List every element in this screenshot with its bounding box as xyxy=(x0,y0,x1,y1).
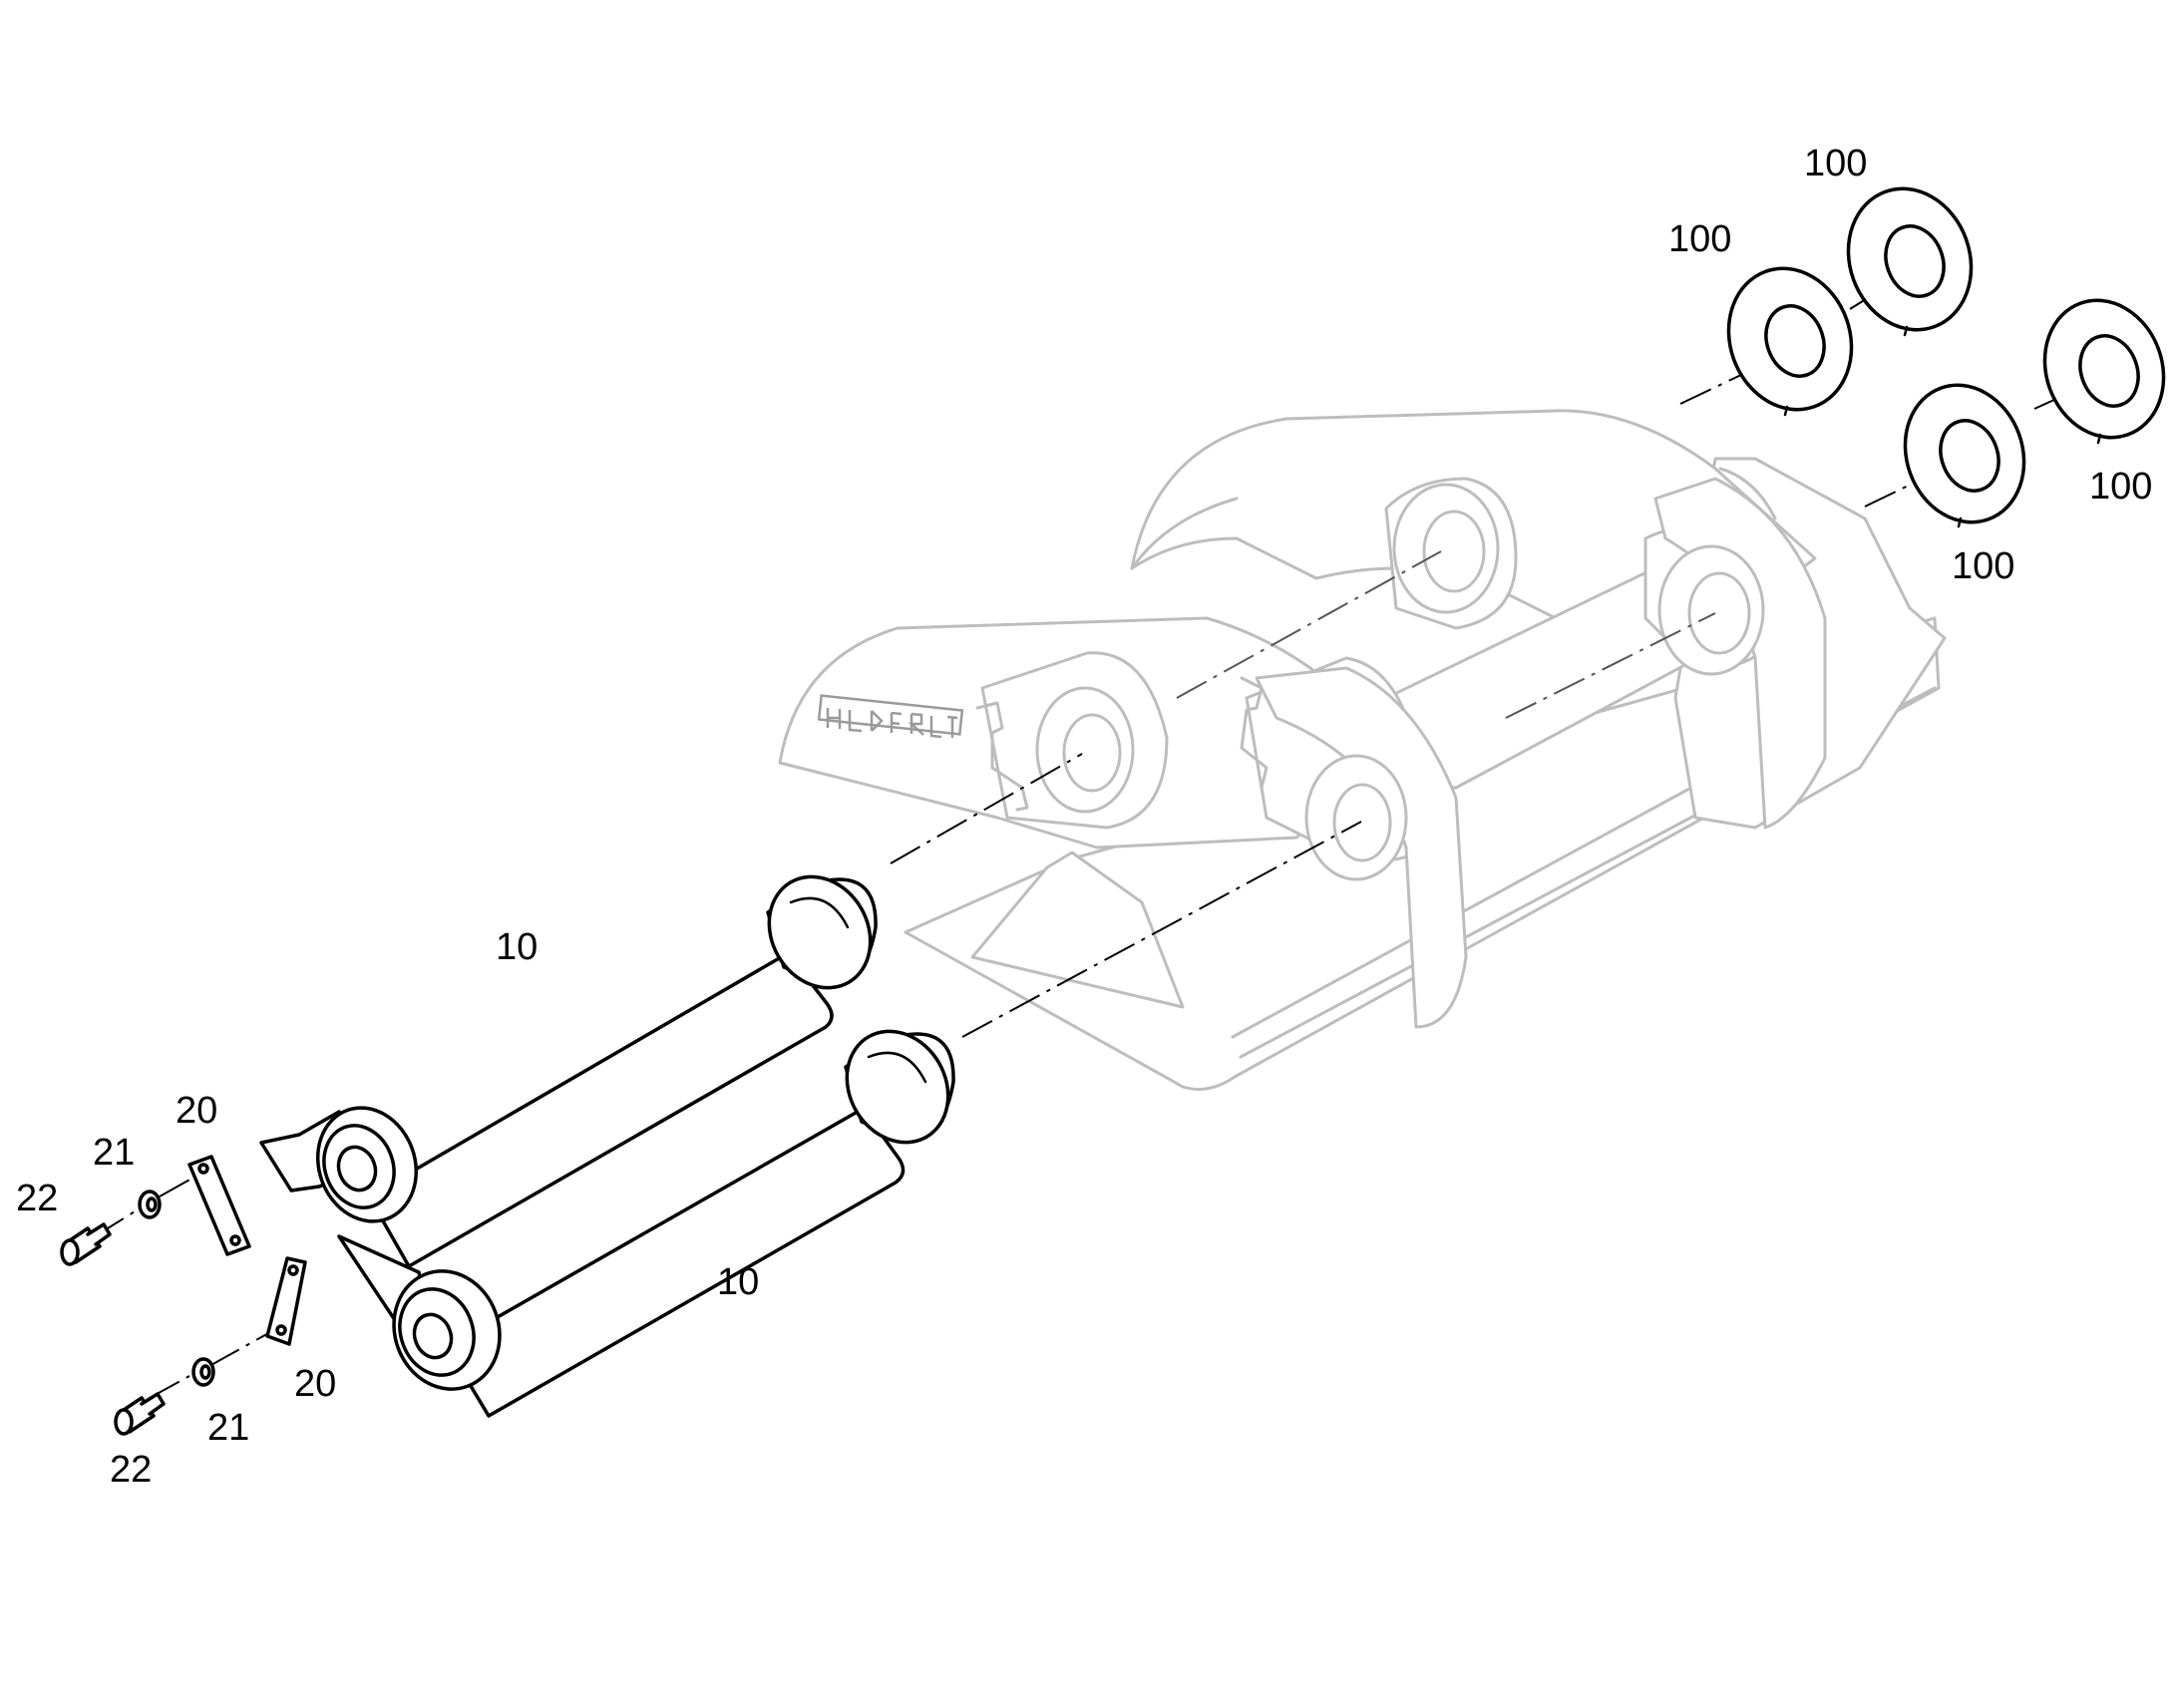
bolt-lower xyxy=(114,1392,166,1436)
washer-lower xyxy=(191,1357,215,1387)
shim-3 xyxy=(1903,383,2026,528)
pin-lower xyxy=(337,1029,955,1418)
bore-2 xyxy=(1332,783,1392,862)
callout-shim-2: 100 xyxy=(1804,143,1867,184)
callout-plate-upper: 20 xyxy=(176,1090,217,1132)
quick-coupler-frame xyxy=(778,409,1947,1091)
bore-1 xyxy=(1062,713,1122,793)
callout-shim-3: 100 xyxy=(1952,545,2014,587)
callout-bolt-upper: 22 xyxy=(16,1178,58,1219)
callout-bolt-lower: 22 xyxy=(110,1449,152,1491)
shim-4 xyxy=(2042,298,2166,445)
callout-pin-upper: 10 xyxy=(496,926,538,968)
bracket-middle xyxy=(1240,676,1269,790)
manufacturer-logo xyxy=(817,694,964,739)
washer-upper xyxy=(138,1190,162,1219)
bore-4 xyxy=(1687,571,1751,655)
callout-plate-lower: 20 xyxy=(294,1363,336,1405)
callout-washer-lower: 21 xyxy=(207,1407,249,1449)
callout-pin-lower: 10 xyxy=(717,1261,759,1303)
bore-3 xyxy=(1422,510,1486,593)
lock-plate-upper xyxy=(187,1155,251,1256)
shim-2 xyxy=(1846,186,1974,337)
coupler-left-wedge xyxy=(970,851,1185,1009)
callout-washer-upper: 21 xyxy=(93,1132,135,1174)
lock-plate-lower xyxy=(265,1256,307,1346)
bracket-left xyxy=(975,701,1029,812)
callout-shim-4: 100 xyxy=(2089,466,2152,508)
callout-shim-1: 100 xyxy=(1668,218,1731,260)
pin-upper xyxy=(259,874,878,1268)
shim-1 xyxy=(1726,266,1854,417)
bolt-upper xyxy=(60,1222,112,1266)
callout-labels: 10 10 20 20 21 21 22 22 100 100 100 100 xyxy=(16,143,2152,1491)
